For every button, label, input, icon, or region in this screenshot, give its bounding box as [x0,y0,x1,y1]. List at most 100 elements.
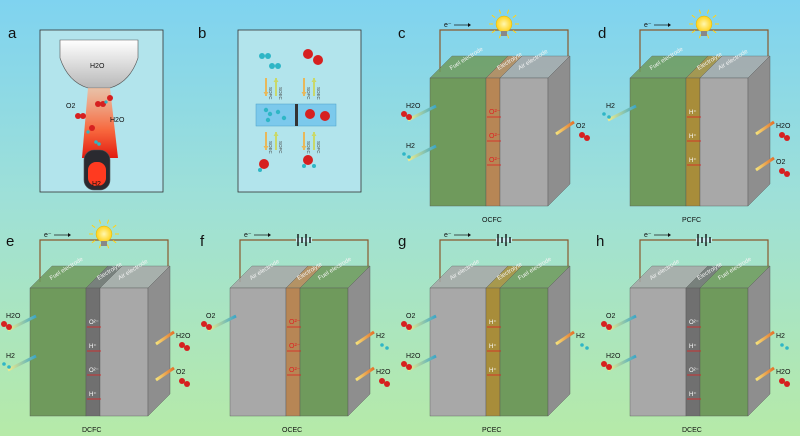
right-species: H2 [376,333,385,340]
reaction-arrowhead [301,92,307,96]
molecule-icon [401,321,407,327]
molecule-icon [201,321,207,327]
molecule-icon [401,111,407,117]
electron-label: e⁻ [644,22,652,29]
reaction-arrowhead [263,92,269,96]
tube-species: H2 [92,181,101,188]
molecule-icon [602,112,606,116]
electron-flow-arrowhead [468,23,471,27]
left-flow-arrow [607,354,637,372]
electron-label: e⁻ [444,22,452,29]
molecule-icon [184,381,190,387]
reaction-arrow-label: SOFC [306,87,311,100]
ion-label: H⁺ [689,343,697,350]
electron-flow-arrowhead [468,233,471,237]
left-flow-arrow [7,314,37,332]
molecule-icon [379,378,385,384]
left-species: O2 [606,313,615,320]
battery-icon [496,234,512,246]
right-flow-arrow [555,120,575,136]
left-flow-arrow [407,314,437,332]
left-species: O2 [406,313,415,320]
molecule-icon [784,135,790,141]
reaction-arrow-label: SOEC [316,87,321,101]
molecule-icon [779,168,785,174]
left-species: H2O [406,103,421,110]
electron-label: e⁻ [244,232,252,239]
ion-label: O²⁻ [489,133,501,140]
light-bulb-icon [489,9,519,39]
right-species: H2 [576,333,585,340]
right-species: O2 [576,123,585,130]
fuel-electrode-layer [699,287,749,417]
reaction-arrow-label: SOFC [268,87,273,100]
fuel-electrode-layer [29,287,87,417]
electron-flow-arrowhead [268,233,271,237]
molecule-icon [385,346,389,350]
molecule-icon [179,342,185,348]
panel-b-molecules [259,49,323,69]
fuel-electrode-layer [299,287,349,417]
molecule-icon [606,364,612,370]
vessel-species: H2O [90,63,105,70]
air-electrode-layer [699,77,749,207]
panel-label-h: h [596,233,604,250]
right-species: H2O [376,369,391,376]
molecule-icon [784,381,790,387]
right-flow-arrow [555,330,575,346]
molecule-icon [380,343,384,347]
molecule-icon [779,378,785,384]
panel-label-c: c [398,25,406,42]
molecule-icon [607,115,611,119]
plume-molecules [75,95,113,146]
air-electrode-layer [429,287,487,417]
electron-label: e⁻ [44,232,52,239]
air-electrode-layer [229,287,287,417]
electron-label: e⁻ [444,232,452,239]
right-flow-arrow [755,366,775,382]
right-flow-arrow [755,156,775,172]
right-flow-arrow [155,366,175,382]
fuel-electrode-layer [629,77,687,207]
electron-label: e⁻ [644,232,652,239]
molecule-icon [585,346,589,350]
reaction-arrow-label: SOFC [316,141,321,154]
reaction-arrowhead [263,146,269,150]
panel-label-g: g [398,233,406,250]
electrolyte-layer [685,77,701,207]
molecule-icon [601,321,607,327]
molecule-icon [6,324,12,330]
left-species: H2 [406,143,415,150]
reaction-arrowhead [273,132,279,136]
cell-caption: DCEC [682,427,702,434]
ion-label: H⁺ [489,319,497,326]
electron-flow-arrowhead [668,233,671,237]
electrolyte-layer [485,287,501,417]
panel-label-e: e [6,233,14,250]
right-flow-arrow [755,330,775,346]
ion-label: O²⁻ [89,320,99,326]
molecule-icon [206,324,212,330]
left-flow-arrow [407,104,437,122]
ion-label: H⁺ [89,391,97,398]
molecule-icon [179,378,185,384]
right-species: O2 [176,369,185,376]
reaction-arrowhead [311,132,317,136]
cell-caption: OCFC [482,217,502,224]
panel-b-lower-molecules [258,155,316,172]
molecule-icon [606,324,612,330]
electron-flow-arrowhead [68,233,71,237]
air-electrode-layer [99,287,149,417]
panel-label-b: b [198,25,206,42]
ion-label: H⁺ [689,133,697,140]
panel-label-a: a [8,25,17,42]
membrane-divider [295,104,298,126]
cell-caption: PCEC [482,427,501,434]
ion-label: O²⁻ [89,368,99,374]
panel-a: a H2O H2 O2 H2O [8,25,164,193]
reaction-arrow-label: SOFC [278,141,283,154]
